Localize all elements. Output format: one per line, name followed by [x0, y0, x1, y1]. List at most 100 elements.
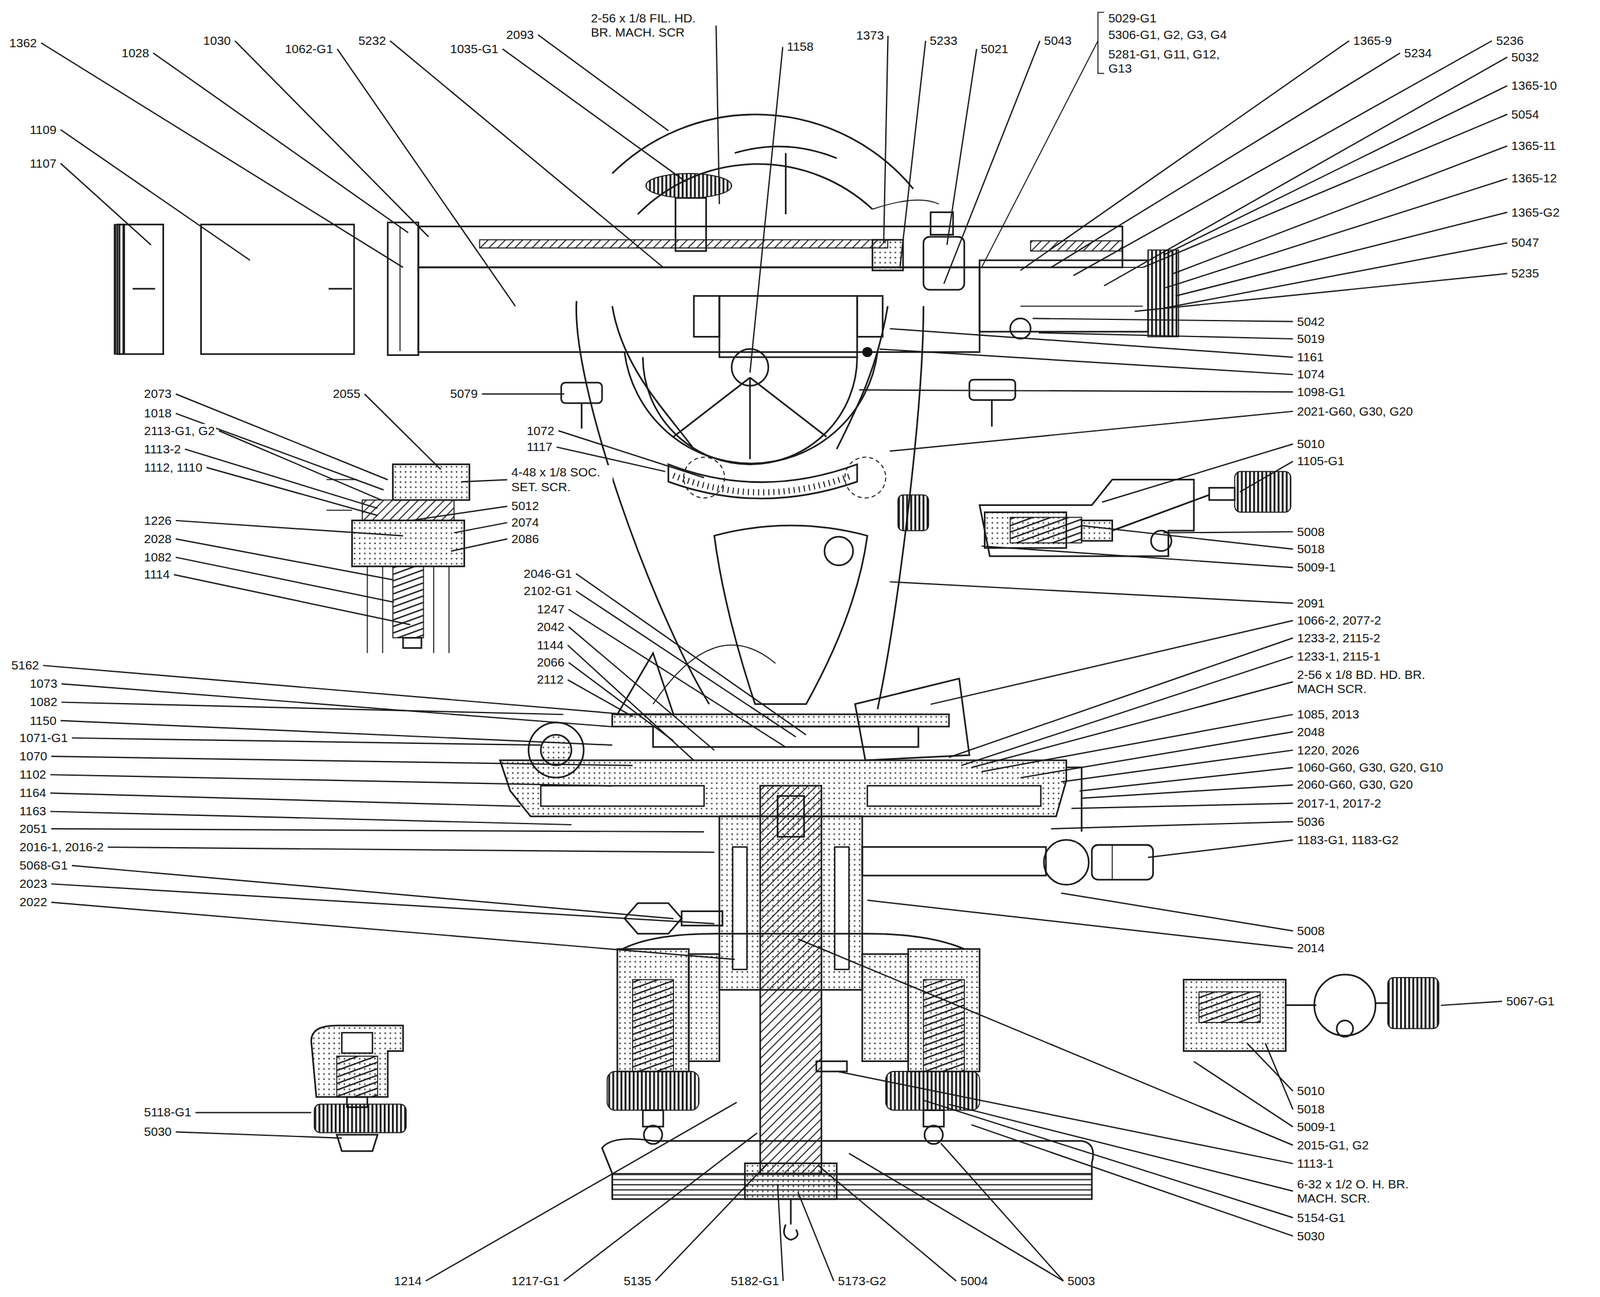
callout-label: 5018: [1296, 1101, 1327, 1117]
leader-line: [51, 883, 715, 924]
callout-label: 1114: [142, 567, 172, 582]
callout-label: 2066: [535, 655, 566, 670]
leader-line: [538, 34, 669, 132]
callout-label: 2015-G1, G2: [1296, 1137, 1370, 1153]
leader-line: [1101, 443, 1293, 503]
callout-label: 1107: [28, 156, 58, 171]
callout-label: 1082: [28, 694, 59, 709]
callout-label: 5047: [1510, 235, 1541, 250]
callout-label: 2060-G60, G30, G20: [1296, 777, 1415, 792]
leader-line: [981, 714, 1294, 772]
leader-line: [72, 865, 674, 919]
leader-line: [1193, 1061, 1294, 1127]
callout-label: 1113-1: [1296, 1156, 1336, 1171]
leader-line: [174, 574, 411, 625]
callout-label: 1365-G2: [1510, 205, 1562, 220]
leader-line: [1081, 525, 1294, 549]
callout-label: 1030: [201, 33, 232, 48]
leader-line: [175, 1131, 342, 1138]
callout-label: 5012: [509, 498, 541, 513]
callout-label: 2048: [1296, 724, 1327, 739]
callout-label: 5306-G1, G2, G3, G4: [1107, 27, 1229, 42]
leader-line: [51, 828, 705, 832]
callout-label: 1035-G1: [449, 41, 500, 57]
callout-label: 1365-12: [1510, 171, 1559, 186]
callout-label: 1070: [18, 748, 49, 764]
callout-label: 2073: [142, 386, 173, 401]
callout-label: 5009-1: [1296, 1119, 1337, 1134]
callout-label: 2046-G1: [522, 566, 574, 581]
leader-line: [940, 1142, 1064, 1281]
leader-line: [43, 665, 628, 715]
callout-label: 1105-G1: [1296, 453, 1346, 469]
leader-line: [1051, 53, 1400, 268]
callout-label: 5009-1: [1296, 560, 1337, 575]
callout-label: 1072: [525, 423, 556, 438]
leader-line: [1061, 750, 1294, 782]
callout-label: 5008: [1296, 923, 1327, 938]
callout-label: 5032: [1510, 50, 1541, 65]
leader-line: [450, 538, 507, 552]
callout-label: 5042: [1296, 314, 1327, 329]
callout-label: 1144: [535, 637, 565, 653]
callout-label: 1217-G1: [509, 1273, 561, 1288]
leader-line: [797, 938, 1294, 1145]
callout-label: 5004: [959, 1273, 990, 1288]
leader-line: [60, 720, 613, 746]
leader-line: [1032, 318, 1294, 322]
leader-line: [460, 479, 507, 482]
callout-label: 5281-G1, G11, G12, G13: [1107, 47, 1237, 76]
leader-line: [410, 506, 507, 521]
leader-line: [51, 901, 735, 960]
callout-label: 1163: [18, 803, 48, 819]
callout-label: 2055: [331, 386, 362, 401]
leader-line: [943, 40, 1040, 284]
leader-line: [61, 683, 613, 727]
callout-label: 2016-1, 2016-2: [18, 839, 105, 855]
leader-line: [981, 545, 1294, 568]
leader-line: [879, 348, 1293, 375]
callout-label: 5236: [1494, 33, 1526, 48]
leader-line: [61, 702, 564, 715]
callout-label: 1112, 1110: [142, 460, 204, 475]
leader-line: [838, 1071, 1294, 1164]
callout-label: 2017-1, 2017-2: [1296, 796, 1383, 811]
leader-line: [563, 1132, 758, 1281]
leader-line: [72, 737, 542, 745]
leader-line: [848, 1153, 1063, 1281]
callout-label: 2-56 x 1/8 BD. HD. BR. MACH SCR.: [1296, 667, 1438, 696]
leader-line: [1038, 332, 1294, 339]
leader-line: [425, 1101, 737, 1281]
leader-line: [1265, 1042, 1294, 1109]
leader-line: [1051, 821, 1294, 829]
leader-line: [949, 637, 1294, 758]
leader-line: [867, 900, 1294, 948]
callout-label: 1158: [785, 39, 815, 54]
leader-line: [108, 846, 715, 853]
leader-line: [859, 389, 1294, 392]
callout-label: 1073: [28, 676, 59, 691]
callout-label: 2102-G1: [522, 583, 574, 598]
leader-line: [971, 1124, 1294, 1236]
callout-label: 1028: [120, 46, 151, 61]
leader-line: [51, 756, 633, 766]
leader-line: [923, 1100, 1294, 1218]
callout-label: 1365-11: [1510, 138, 1558, 153]
callout-label: 2023: [18, 876, 49, 891]
leader-line: [502, 48, 686, 182]
leader-line: [184, 449, 378, 509]
callout-label: 2042: [535, 619, 566, 634]
callout-label: 2086: [509, 531, 541, 546]
callout-label: 2028: [142, 531, 173, 546]
leader-line: [576, 573, 807, 735]
leader-line: [567, 645, 695, 761]
callout-label: 1362: [8, 36, 39, 51]
leader-line: [576, 590, 797, 737]
leader-line: [1142, 114, 1507, 268]
leader-line: [568, 662, 674, 741]
callout-label: 5003: [1066, 1273, 1097, 1288]
callout-label: 2022: [18, 894, 49, 909]
callout-label: 2-56 x 1/8 FIL. HD. BR. MACH. SCR: [589, 11, 713, 40]
leader-line: [1165, 178, 1507, 289]
